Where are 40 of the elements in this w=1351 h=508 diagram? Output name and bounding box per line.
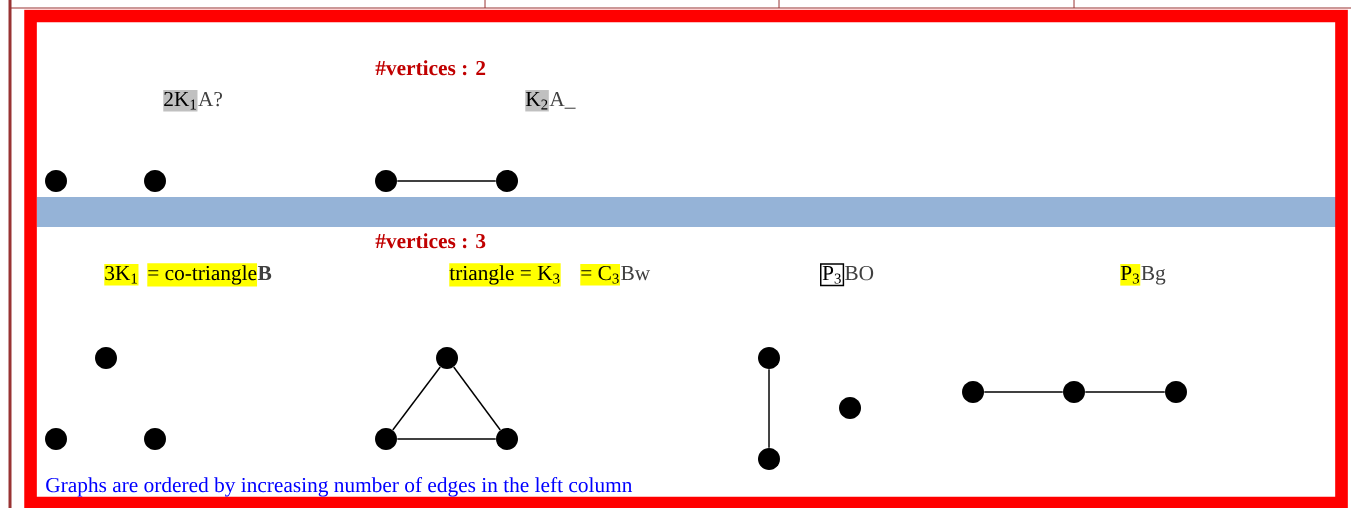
graph-code: A? <box>198 91 222 107</box>
graph-code: Bg <box>1141 266 1166 285</box>
highlighted-label: = co-triangle <box>147 263 258 287</box>
vertex-dot <box>95 347 117 369</box>
vertex-dot <box>144 170 166 192</box>
vertex-dot <box>1063 381 1085 403</box>
graph-edge <box>1084 391 1166 393</box>
graph-code: Bw <box>621 266 651 281</box>
highlighted-label: P$_{3}$ <box>1120 264 1141 286</box>
highlighted-label: K$_{2}$ <box>525 90 549 112</box>
graph-edge <box>768 368 770 449</box>
vertex-dot <box>496 428 518 450</box>
highlighted-label: triangle = K$_{3}$ <box>449 263 561 287</box>
vertex-dot <box>1165 381 1187 403</box>
graph-code: B <box>257 266 272 281</box>
graph-edge <box>983 391 1064 393</box>
vertex-dot <box>436 347 458 369</box>
highlighted-label: = C$_{3}$ <box>580 263 620 286</box>
highlighted-label: 3K$_{1}$ <box>104 263 139 286</box>
vertex-dot <box>375 170 397 192</box>
heading-text: #vertices : 3 <box>375 233 486 249</box>
graph-edge <box>396 438 497 440</box>
vertex-dot <box>758 347 780 369</box>
heading-text: #vertices : 2 <box>375 60 486 76</box>
vertex-dot <box>45 428 67 450</box>
graph-code: A_ <box>549 91 576 109</box>
graph-edge <box>392 366 441 431</box>
vertex-dot <box>144 428 166 450</box>
vertex-dot <box>962 381 984 403</box>
vertex-dot <box>375 428 397 450</box>
vertex-dot <box>45 170 67 192</box>
highlighted-label: 2K$_{1}$ <box>163 89 198 112</box>
graph-edge <box>453 366 502 431</box>
graph-edge <box>396 180 497 182</box>
vertex-dot <box>839 397 861 419</box>
note-text: Graphs are ordered by increasing number of edges in the left column <box>46 477 633 497</box>
vertex-dot <box>496 170 518 192</box>
vertex-dot <box>758 448 780 470</box>
boxed-label: P$_{3}$ <box>820 263 845 287</box>
graph-code: BO <box>845 265 874 281</box>
